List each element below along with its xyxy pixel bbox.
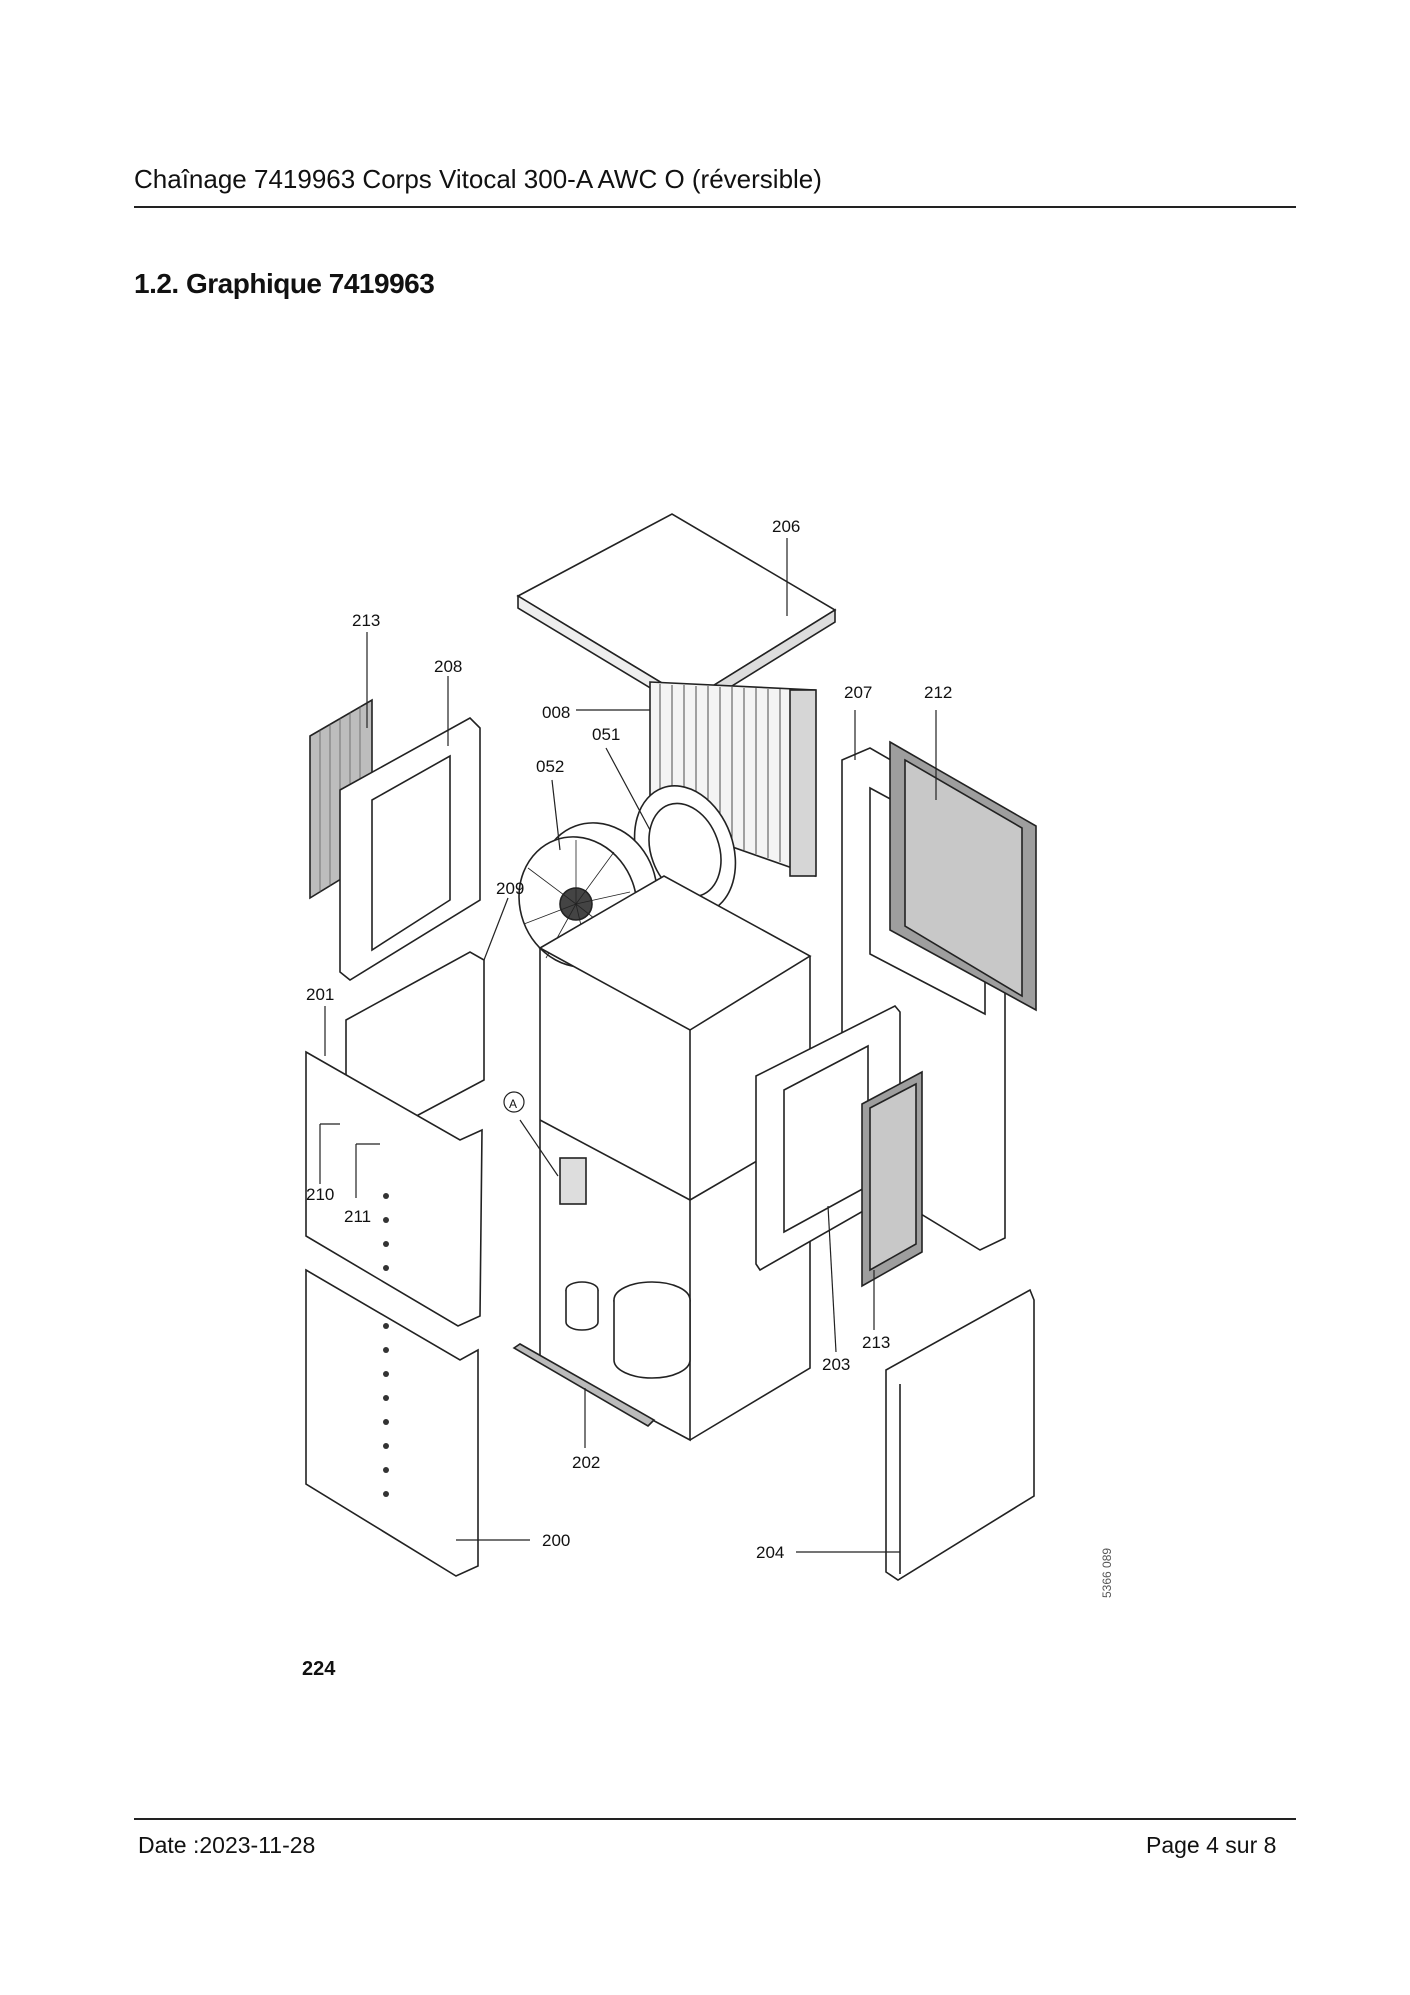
header-rule (134, 206, 1296, 208)
footer-rule (134, 1818, 1296, 1820)
callout-210: 210 (306, 1185, 334, 1204)
callout-204: 204 (756, 1543, 784, 1562)
callout-008: 008 (542, 703, 570, 722)
callout-206: 206 (772, 517, 800, 536)
callout-202: 202 (572, 1453, 600, 1472)
main-frame (538, 875, 812, 1442)
part-note: 224 (302, 1658, 336, 1680)
callout-200: 200 (542, 1531, 570, 1550)
callout-203: 203 (822, 1355, 850, 1374)
callout-208: 208 (434, 657, 462, 676)
callout-052: 052 (536, 757, 564, 776)
callout-051: 051 (592, 725, 620, 744)
footer-date: Date :2023-11-28 (138, 1832, 316, 1858)
front-lower-panel-200 (305, 1268, 479, 1577)
filter-212 (889, 740, 1037, 1012)
callout-201: 201 (306, 985, 334, 1004)
detail-a-marker (503, 1091, 525, 1113)
filter-213-right (861, 1070, 923, 1288)
callout-213-bottom: 213 (862, 1333, 890, 1352)
callout-207: 207 (844, 683, 872, 702)
rail-202 (512, 1343, 656, 1428)
callout-211: 211 (344, 1207, 371, 1226)
front-upper-panel-201 (305, 1050, 483, 1327)
document-header-title: Chaînage 7419963 Corps Vitocal 300-A AWC… (134, 164, 822, 194)
callout-a: A (509, 1097, 517, 1111)
section-heading: 1.2. Graphique 7419963 (134, 268, 435, 299)
side-frame-208 (339, 717, 481, 981)
callout-213-top: 213 (352, 611, 380, 630)
callout-212: 212 (924, 683, 952, 702)
side-panel-204 (885, 1288, 1035, 1581)
drawing-reference-number: 5366 089 (1100, 1547, 1114, 1598)
footer-page-number: Page 4 sur 8 (1146, 1832, 1277, 1858)
callout-209: 209 (496, 879, 524, 898)
